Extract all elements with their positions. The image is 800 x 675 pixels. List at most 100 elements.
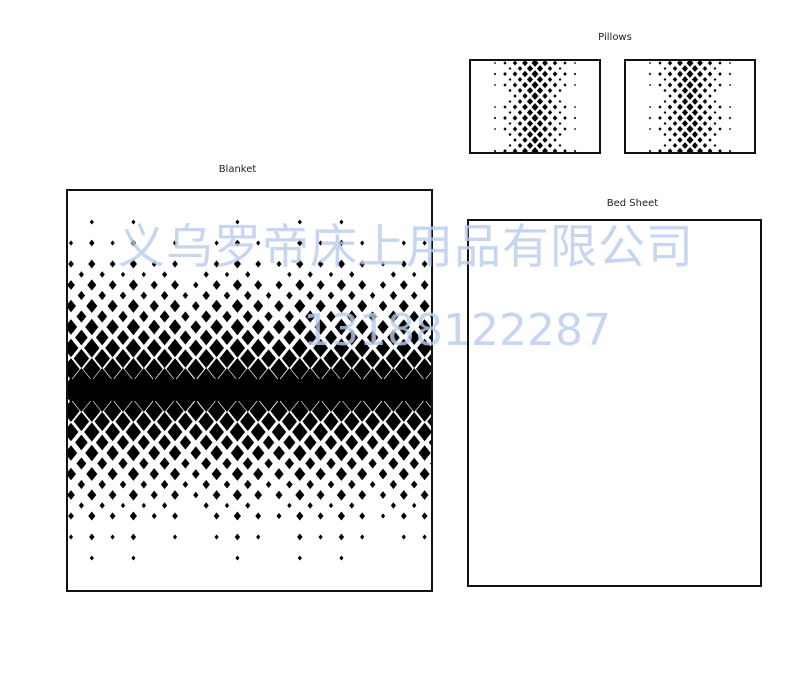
diamond-motif	[348, 290, 356, 301]
diamond-motif	[536, 109, 544, 116]
diamond-motif	[68, 534, 74, 540]
diamond-motif	[729, 105, 731, 109]
diamond-motif	[708, 94, 712, 98]
diamond-motif	[302, 348, 318, 369]
diamond-motif	[542, 137, 548, 143]
diamond-motif	[542, 81, 548, 89]
diamond-motif	[223, 480, 231, 489]
diamond-motif	[552, 126, 558, 132]
diamond-motif	[139, 310, 149, 323]
diamond-motif	[707, 82, 713, 88]
diamond-motif	[663, 77, 667, 82]
diamond-motif	[408, 434, 421, 451]
diamond-motif	[718, 71, 722, 77]
diamond-motif	[563, 127, 567, 131]
diamond-motif	[503, 105, 507, 109]
diamond-motif	[77, 479, 86, 490]
diamond-motif	[729, 127, 731, 131]
diamond-motif	[302, 411, 318, 432]
diamond-motif	[365, 349, 380, 368]
diamond-motif	[707, 61, 713, 66]
diamond-motif	[203, 271, 209, 278]
diamond-motif	[667, 148, 673, 152]
bed-sheet-label: Bed Sheet	[606, 198, 659, 209]
diamond-motif	[293, 444, 307, 462]
diamond-motif	[702, 99, 708, 104]
pillow-left	[469, 59, 601, 154]
diamond-motif	[406, 349, 422, 368]
diamond-motif	[366, 330, 379, 345]
diamond-motif	[713, 143, 717, 148]
diamond-motif	[271, 422, 287, 442]
diamond-motif	[388, 457, 399, 470]
diamond-motif	[691, 98, 699, 105]
diamond-motif	[542, 114, 548, 122]
diamond-motif	[328, 502, 334, 509]
diamond-motif	[181, 311, 190, 322]
diamond-motif	[547, 110, 553, 115]
diamond-motif	[418, 319, 431, 335]
diamond-motif	[517, 121, 523, 126]
diamond-motif	[158, 434, 171, 451]
diamond-motif	[658, 148, 662, 152]
diamond-motif	[176, 368, 195, 391]
diamond-motif	[517, 77, 523, 82]
diamond-motif	[707, 115, 713, 121]
pillows-label: Pillows	[598, 32, 632, 43]
diamond-motif	[547, 143, 553, 148]
diamond-motif	[667, 126, 673, 132]
diamond-motif	[526, 120, 534, 127]
diamond-motif	[344, 411, 360, 432]
diamond-motif	[94, 411, 110, 432]
diamond-motif	[234, 239, 241, 247]
diamond-motif	[542, 103, 548, 111]
diamond-motif	[212, 280, 221, 290]
diamond-motif	[303, 329, 317, 346]
diamond-motif	[105, 422, 120, 442]
diamond-motif	[681, 65, 689, 72]
diamond-motif	[98, 290, 106, 301]
diamond-motif	[493, 149, 497, 152]
diamond-motif	[68, 299, 76, 313]
diamond-motif	[517, 131, 523, 138]
diamond-motif	[522, 81, 528, 89]
diamond-motif	[94, 348, 110, 369]
diamond-motif	[146, 338, 162, 358]
diamond-motif	[212, 490, 221, 500]
diamond-motif	[377, 319, 389, 335]
diamond-motif	[512, 104, 518, 110]
diamond-motif	[668, 94, 672, 98]
diamond-motif	[531, 125, 539, 133]
diamond-motif	[189, 339, 203, 357]
diamond-motif	[718, 61, 722, 65]
diamond-motif	[574, 105, 576, 109]
diamond-motif	[517, 99, 523, 104]
diamond-motif	[242, 310, 253, 323]
diamond-motif	[398, 467, 409, 481]
diamond-motif	[265, 292, 272, 299]
diamond-motif	[245, 502, 251, 509]
diamond-motif	[110, 240, 115, 246]
diamond-motif	[658, 83, 662, 87]
diamond-motif	[356, 445, 369, 461]
diamond-motif	[306, 290, 314, 301]
diamond-motif	[264, 311, 273, 322]
diamond-motif	[151, 512, 157, 520]
diamond-motif	[232, 489, 242, 501]
diamond-motif	[68, 467, 76, 481]
diamond-motif	[107, 299, 118, 313]
diamond-motif	[254, 280, 263, 290]
diamond-motif	[316, 280, 325, 290]
diamond-motif	[400, 512, 407, 520]
diamond-motif	[681, 109, 689, 116]
diamond-motif	[199, 329, 213, 346]
diamond-motif	[297, 555, 302, 561]
diamond-motif	[380, 513, 386, 519]
diamond-motif	[252, 445, 265, 461]
diamond-motif	[156, 411, 173, 432]
diamond-motif	[172, 260, 178, 268]
diamond-motif	[531, 81, 539, 89]
diamond-motif	[427, 353, 431, 364]
diamond-motif	[98, 479, 106, 490]
diamond-motif	[324, 329, 338, 346]
